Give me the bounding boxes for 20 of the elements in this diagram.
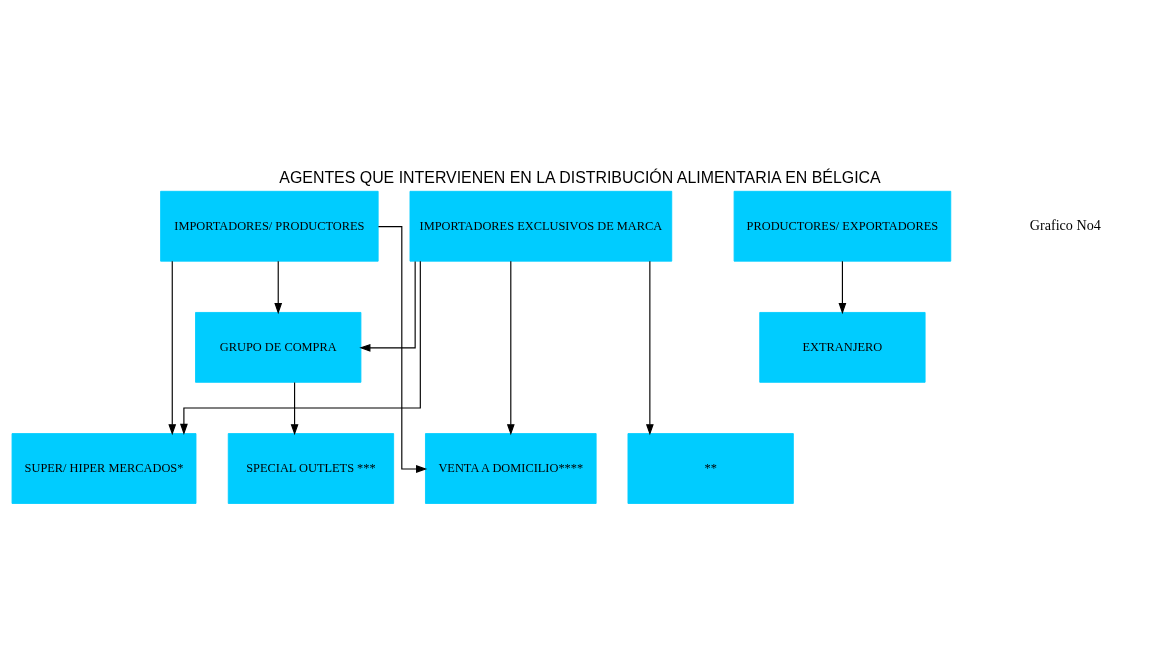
arrow	[645, 260, 654, 436]
node-box: VENTA A DOMICILIO****	[425, 433, 597, 504]
arrow	[506, 260, 515, 436]
arrow	[168, 260, 177, 436]
arrow	[838, 260, 847, 315]
diagram-title: AGENTES QUE INTERVIENEN EN LA DISTRIBUCIÓN ALIMENTARIA EN BÉLGICA	[279, 168, 881, 186]
node-box: **	[627, 433, 794, 504]
arrow	[377, 226, 428, 473]
arrow	[180, 260, 421, 436]
label: Grafico No4	[1029, 216, 1101, 233]
node-box: PRODUCTORES/ EXPORTADORES	[733, 190, 952, 262]
arrow	[274, 260, 283, 315]
node-box: SPECIAL OUTLETS ***	[227, 433, 395, 504]
arrow	[359, 260, 416, 352]
node-box: IMPORTADORES EXCLUSIVOS DE MARCA	[409, 190, 673, 262]
node-box: SUPER/ HIPER MERCADOS*	[11, 433, 197, 504]
node-box: GRUPO DE COMPRA	[195, 312, 362, 383]
node-box: IMPORTADORES/ PRODUCTORES	[160, 190, 379, 262]
arrow	[290, 381, 299, 436]
node-box: EXTRANJERO	[759, 312, 926, 383]
